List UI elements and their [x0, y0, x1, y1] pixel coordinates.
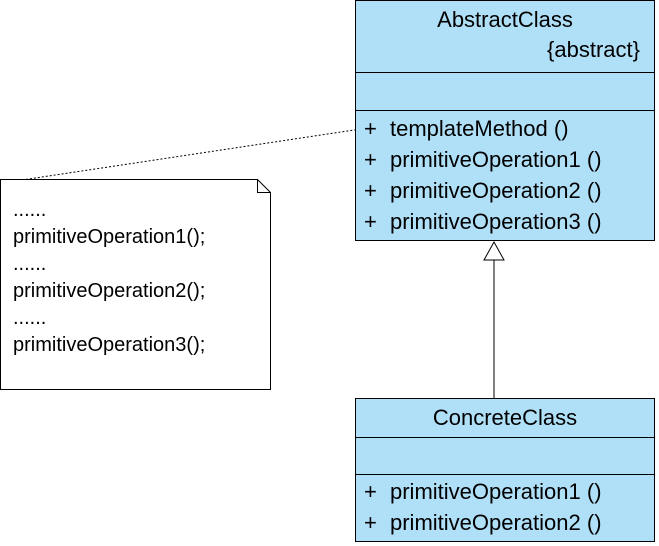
note-line: primitiveOperation3(); — [13, 334, 206, 356]
concrete-class-box: ConcreteClass + primitiveOperation1 () +… — [355, 398, 655, 542]
visibility-marker: + — [364, 479, 377, 504]
operation-row: + primitiveOperation1 () — [356, 144, 654, 175]
note-line: ...... — [13, 307, 47, 329]
concrete-class-operations-compartment: + primitiveOperation1 () + primitiveOper… — [356, 474, 654, 538]
operation-row: + templateMethod () — [356, 113, 654, 144]
template-method-note: ...... primitiveOperation1(); ...... pri… — [0, 178, 271, 390]
note-shape — [0, 179, 271, 390]
visibility-marker: + — [364, 147, 377, 172]
note-line: ...... — [13, 253, 47, 275]
note-line: ...... — [13, 199, 47, 221]
operation-label: primitiveOperation1 () — [390, 479, 602, 504]
operation-row: + primitiveOperation3 () — [356, 206, 654, 237]
abstract-class-stereotype: {abstract} — [547, 37, 640, 62]
operation-label: primitiveOperation2 () — [390, 510, 602, 535]
visibility-marker: + — [364, 116, 377, 141]
concrete-class-name-compartment: ConcreteClass — [356, 399, 654, 437]
note-body: ...... primitiveOperation1(); ...... pri… — [13, 197, 205, 359]
visibility-marker: + — [364, 510, 377, 535]
operation-label: primitiveOperation2 () — [390, 178, 602, 203]
visibility-marker: + — [364, 178, 377, 203]
visibility-marker: + — [364, 209, 377, 234]
concrete-class-name: ConcreteClass — [432, 405, 578, 430]
note-line: primitiveOperation1(); — [13, 226, 206, 248]
operation-row: + primitiveOperation2 () — [356, 507, 654, 538]
operation-label: primitiveOperation1 () — [390, 147, 602, 172]
note-line: primitiveOperation2(); — [13, 280, 206, 302]
operation-row: + primitiveOperation1 () — [356, 476, 654, 507]
operation-row: + primitiveOperation2 () — [356, 175, 654, 206]
abstract-class-box: AbstractClass {abstract} + templateMetho… — [355, 0, 655, 241]
abstract-class-operations-compartment: + templateMethod () + primitiveOperation… — [356, 110, 654, 237]
concrete-class-attributes-compartment — [356, 437, 654, 474]
abstract-class-name: AbstractClass — [437, 7, 573, 32]
generalization-arrowhead — [483, 240, 505, 261]
abstract-class-name-compartment: AbstractClass {abstract} — [356, 1, 654, 72]
operation-label: primitiveOperation3 () — [390, 209, 602, 234]
note-anchor-line — [21, 126, 375, 181]
abstract-class-attributes-compartment — [356, 72, 654, 110]
operation-label: templateMethod () — [390, 116, 569, 141]
